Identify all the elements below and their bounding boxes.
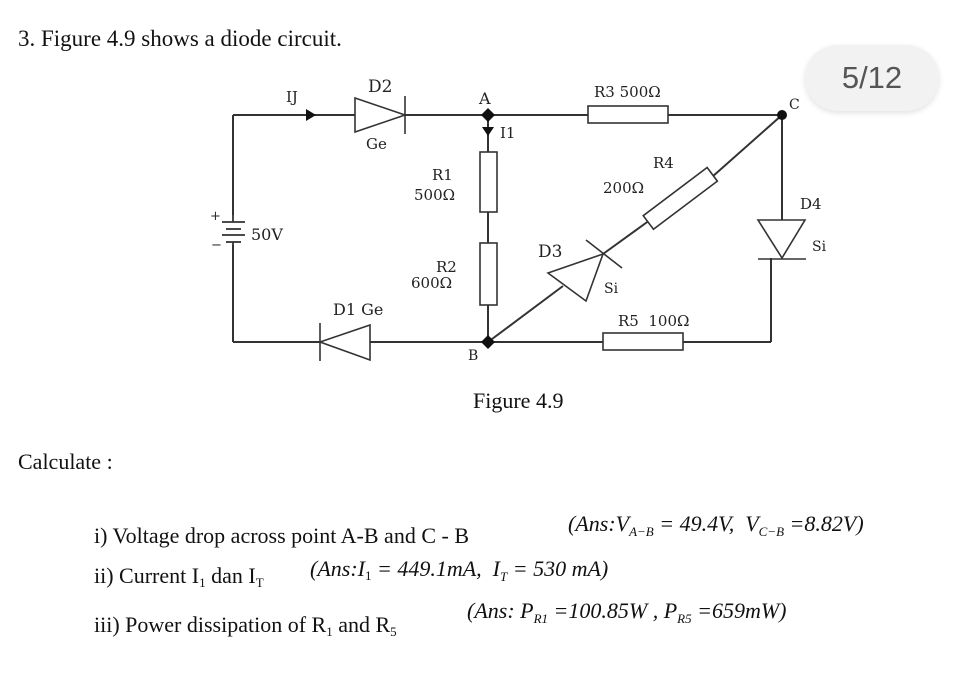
wire-r4-c [711, 114, 783, 178]
answer-item-2: (Ans:I1 = 449.1mA, IT = 530 mA) [310, 556, 608, 585]
diode-d3 [546, 252, 605, 303]
label-source-value: 50V [251, 225, 283, 244]
calculate-label: Calculate : [18, 449, 113, 474]
answer-1-prefix: (Ans:V [568, 511, 630, 536]
diode-d1 [317, 323, 371, 362]
wire-d3-r4 [602, 219, 651, 255]
diode-d4 [756, 219, 807, 260]
answer-1-mid: = 49.4V, V [653, 511, 759, 536]
current-arrow-it [306, 109, 316, 121]
answer-3-sub1: R1 [533, 611, 549, 626]
label-d4: D4 [800, 195, 822, 213]
resistor-r1 [479, 151, 498, 213]
label-r5: R5 100Ω [618, 312, 689, 330]
item-3-sub2: 5 [390, 624, 397, 639]
answer-1-sub1: A−B [629, 524, 654, 539]
item-2-sub2: T [255, 575, 264, 590]
answer-1-suffix: =8.82V) [784, 511, 864, 536]
label-r1-name: R1 [432, 166, 453, 184]
question-item-2: ii) Current I1 dan IT [94, 563, 264, 591]
label-d3-material: Si [604, 281, 619, 297]
answer-3-sub2: R5 [677, 611, 692, 626]
label-r3: R3 500Ω [594, 83, 661, 101]
label-d4-material: Si [812, 239, 827, 255]
resistor-r4 [642, 166, 719, 231]
label-d3: D3 [538, 242, 562, 262]
resistor-r5 [602, 332, 684, 351]
question-item-1: i) Voltage drop across point A-B and C -… [94, 523, 469, 548]
item-2-sub1: 1 [199, 575, 206, 590]
figure-caption: Figure 4.9 [473, 388, 564, 413]
label-node-a: A [478, 89, 491, 108]
current-arrow-i1 [482, 127, 494, 136]
item-2-mid: dan I [205, 563, 256, 588]
answer-2-sub2: T [499, 569, 508, 584]
item-3-prefix: iii) Power dissipation of R [94, 612, 327, 637]
label-node-b: B [468, 348, 478, 364]
answer-3-suffix: =659mW) [691, 598, 787, 623]
diode-d3-bar [585, 239, 623, 269]
label-plus: + [210, 209, 221, 224]
label-r1-value: 500Ω [414, 186, 455, 204]
circuit-diagram: IJ D2 Ge A I1 R1 500Ω R2 600Ω R3 500Ω R4… [210, 77, 827, 364]
page-indicator-badge[interactable]: 5/12 [805, 45, 939, 111]
answer-3-mid: =100.85W , P [548, 598, 678, 623]
label-minus: − [211, 238, 222, 253]
label-node-c: C [789, 97, 800, 113]
answer-1-sub2: C−B [758, 524, 785, 539]
answer-2-mid: = 449.1mA, I [371, 556, 500, 581]
resistor-r2 [479, 242, 498, 306]
node-c-dot [777, 110, 787, 120]
diode-d2 [354, 96, 408, 134]
resistor-r3 [587, 105, 669, 124]
item-3-sub1: 1 [326, 624, 333, 639]
label-d2: D2 [368, 77, 392, 97]
wire-b-d3 [487, 285, 564, 343]
label-d2-material: Ge [366, 135, 387, 153]
answer-item-1: (Ans:VA−B = 49.4V, VC−B =8.82V) [568, 511, 864, 540]
question-item-3: iii) Power dissipation of R1 and R5 [94, 612, 397, 640]
answer-item-3: (Ans: PR1 =100.85W , PR5 =659mW) [467, 598, 787, 627]
label-r4-value: 200Ω [603, 179, 644, 197]
label-i1: I1 [500, 124, 515, 142]
item-2-prefix: ii) Current I [94, 563, 200, 588]
item-3-mid: and R [332, 612, 391, 637]
answer-2-prefix: (Ans:I [310, 556, 365, 581]
label-r2-value: 600Ω [411, 274, 452, 292]
answer-2-suffix: = 530 mA) [507, 556, 609, 581]
question-title: 3. Figure 4.9 shows a diode circuit. [18, 26, 342, 51]
label-r2-name: R2 [436, 258, 457, 276]
label-r4-name: R4 [653, 154, 674, 172]
node-b-dot [481, 335, 495, 349]
node-a-dot [481, 108, 495, 122]
label-d1: D1 Ge [333, 300, 383, 319]
answer-3-prefix: (Ans: P [467, 598, 534, 623]
answer-2-sub1: 1 [364, 568, 372, 583]
label-it: IJ [286, 88, 298, 106]
